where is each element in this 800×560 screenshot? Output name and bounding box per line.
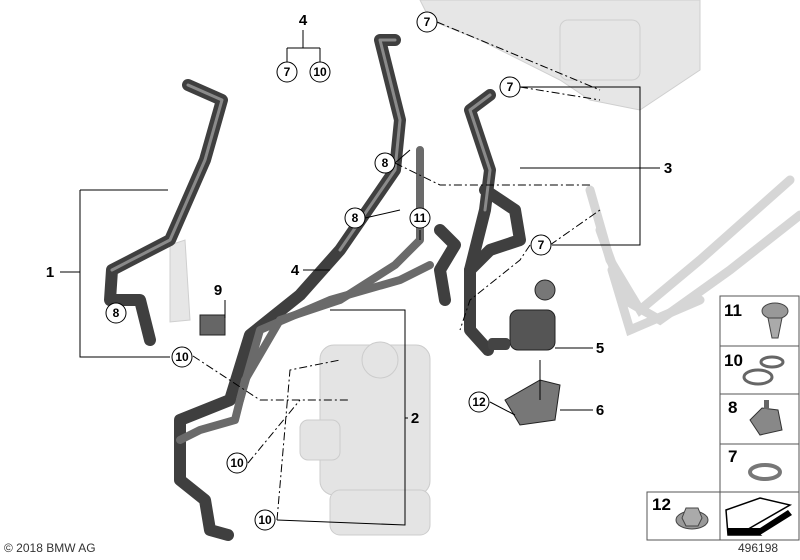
svg-text:10: 10: [175, 350, 189, 364]
bracket-ghost: [169, 239, 191, 323]
callout-10: 10: [254, 509, 276, 531]
svg-text:8: 8: [352, 211, 359, 225]
svg-text:10: 10: [724, 351, 743, 370]
svg-text:11: 11: [724, 301, 742, 320]
nut-icon: [675, 507, 709, 530]
arrow-icon: [725, 497, 793, 536]
callout-7-top-group: 7: [276, 61, 298, 83]
callouts: 7 10 4 7 7 7 8 8 11 7 8 10 12 10 10: [105, 11, 552, 531]
radiator-pipes-ghost: [585, 175, 800, 337]
svg-text:8: 8: [382, 156, 389, 170]
svg-text:7: 7: [424, 15, 431, 29]
clip-9: [199, 314, 226, 336]
callout-7: 7: [416, 11, 438, 33]
callout-10: 10: [171, 346, 193, 368]
callout-7: 7: [499, 76, 521, 98]
label-3: 3: [664, 160, 672, 177]
label-4: 4: [291, 262, 300, 279]
label-1: 1: [46, 264, 54, 281]
svg-text:10: 10: [230, 456, 244, 470]
svg-text:7: 7: [728, 447, 737, 466]
legend-item-11: 11: [724, 301, 789, 339]
svg-text:10: 10: [258, 513, 272, 527]
svg-text:10: 10: [313, 65, 327, 79]
svg-text:7: 7: [284, 65, 291, 79]
hose-2: [236, 261, 434, 404]
svg-text:12: 12: [472, 395, 486, 409]
label-9: 9: [214, 282, 222, 299]
callout-10: 10: [226, 452, 248, 474]
svg-text:8: 8: [113, 306, 120, 320]
hose-3: [464, 89, 496, 356]
pump-ghost: [299, 341, 431, 536]
part-labels: 1 2 3 4 5 6 9: [46, 160, 672, 427]
hose-3b: [464, 184, 526, 276]
svg-text:11: 11: [414, 211, 427, 225]
diagram-id: 496198: [738, 541, 779, 555]
legend-item-7: 7: [728, 447, 782, 481]
callout-7: 7: [530, 234, 552, 256]
legend-item-8: 8: [728, 398, 783, 436]
water-pump-5: [488, 279, 556, 351]
dashed-leaders: [192, 21, 601, 521]
callout-8: 8: [344, 207, 366, 229]
hose-1: [104, 79, 228, 346]
screw-icon: [761, 302, 789, 339]
svg-text:7: 7: [538, 238, 545, 252]
bracket-6: [504, 379, 561, 426]
callout-11: 11: [409, 207, 431, 229]
callout-10-top-group: 10: [309, 61, 331, 83]
callout-12: 12: [468, 391, 490, 413]
engine-ghost-top: [419, 0, 701, 111]
label-6: 6: [596, 402, 604, 419]
hoses: [104, 34, 526, 541]
callout-8: 8: [374, 152, 396, 174]
copyright: © 2018 BMW AG: [4, 541, 96, 555]
legend-items: 11 10 8 7 12: [652, 301, 793, 536]
leader-lines: [60, 30, 660, 526]
label-5: 5: [596, 340, 604, 357]
label-4-top: 4: [299, 12, 308, 29]
callout-8: 8: [105, 302, 127, 324]
legend-item-10: 10: [724, 351, 785, 386]
svg-text:7: 7: [507, 80, 514, 94]
label-2: 2: [411, 410, 419, 427]
legend-item-12: 12: [652, 495, 709, 530]
hose-11: [434, 224, 461, 306]
hose-clamp-icon: [748, 463, 782, 481]
hose-clip-holder-icon: [749, 400, 783, 436]
svg-text:8: 8: [728, 398, 737, 417]
hose-clamp-pair-icon: [742, 355, 785, 386]
svg-text:12: 12: [652, 495, 671, 514]
